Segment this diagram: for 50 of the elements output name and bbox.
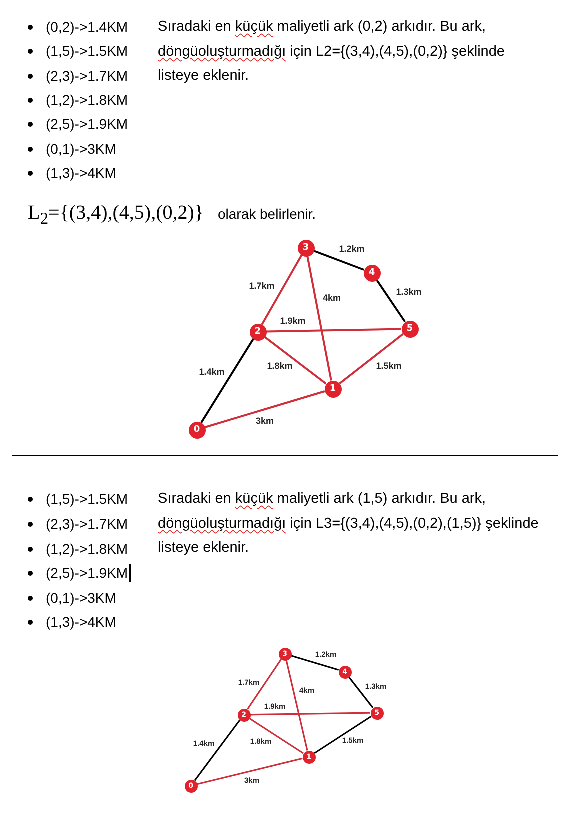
edge-label: 1.9km [279,317,307,327]
graph-edge [204,390,326,428]
list-item: (2,3)->1.7KM [46,515,128,533]
graph-edge [306,256,332,381]
graph-edge [197,758,303,786]
formula: L$_{2}$={(3,4),(4,5),(0,2)} [28,201,204,230]
graph-edge [250,712,371,716]
edge-label: 1.5km [375,362,403,372]
graph-node: 5 [402,320,418,338]
list-item: (2,5)->1.9KM [46,115,128,133]
edge-label: 4km [322,294,342,304]
list-item: (2,3)->1.7KM [46,67,128,85]
edge-label: 1.4km [198,368,226,378]
graph-edge [264,336,327,385]
graph-node: 2 [250,324,266,340]
list-item: (0,1)->3KM [46,589,116,607]
graph-edge [314,716,372,754]
list-item: (1,5)->1.5KM [46,42,128,60]
list-item: (2,5)->1.9KM [46,564,128,582]
graph-edge [376,279,406,323]
graph-edge [348,676,374,708]
edge-label: 1.2km [338,245,366,255]
graph-edge [339,333,404,385]
graph-node: 3 [298,240,314,256]
graph-edge [290,655,340,671]
list-item: (1,2)->1.8KM [46,91,128,109]
graph-node: 1 [324,380,342,398]
edge-label: 1.3km [395,288,423,298]
list-item: (1,3)->4KM [46,164,116,182]
paragraph: Sıradaki en küçük maliyetli ark (1,5) arkıdır. Bu ark, döngüoluşturmadığı için L3={(3,4),(4,5),(0,2),(1,5)} şeklinde listeye eklenir. [158,490,540,558]
list-item: (0,1)->3KM [46,140,116,158]
body-text: olarak belirlenir. [218,205,316,223]
graph-edge [194,720,241,782]
graph-edge [286,660,308,751]
list-item: (0,2)->1.4KM [46,18,128,36]
edge-label: 1.7km [248,282,276,292]
list-item: (1,2)->1.8KM [46,540,128,558]
graph-edge [249,718,304,754]
graph-node: 0 [188,422,206,438]
graph-edge [261,254,303,326]
graph-node: 4 [364,264,380,282]
list-item: (1,5)->1.5KM [46,490,128,508]
graph-edge [314,250,364,271]
list-item: (1,3)->4KM [46,613,116,631]
edge-label: 3km [255,417,275,427]
graph-edge [246,658,282,710]
graph-edge [200,338,254,424]
paragraph: Sıradaki en küçük maliyetli ark (0,2) arkıdır. Bu ark, döngüoluşturmadığı için L2={(3,4),(4,5),(0,2)} şeklinde listeye eklenir. [158,18,506,86]
graph-edge [266,328,402,333]
edge-label: 1.8km [266,362,294,372]
